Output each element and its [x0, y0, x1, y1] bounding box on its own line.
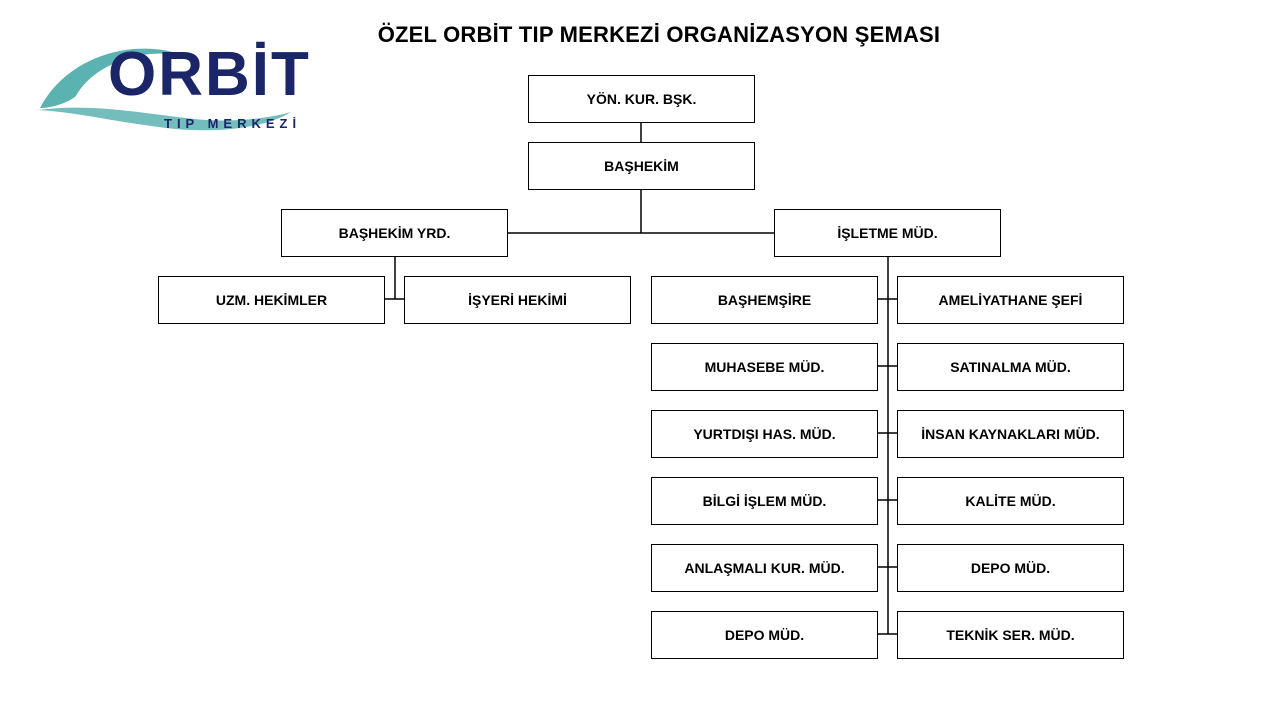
workplace-physician-box: İŞYERİ HEKİMİ: [404, 276, 631, 324]
logo-wordmark: ORBİT: [108, 40, 311, 109]
right-unit-box: SATINALMA MÜD.: [897, 343, 1124, 391]
chief-physician-box: BAŞHEKİM: [528, 142, 755, 190]
logo-swoosh-icon: [38, 48, 291, 131]
left-unit-box: YURTDIŞI HAS. MÜD.: [651, 410, 878, 458]
left-unit-box: ANLAŞMALI KUR. MÜD.: [651, 544, 878, 592]
left-unit-box: MUHASEBE MÜD.: [651, 343, 878, 391]
logo-subtitle: TIP MERKEZİ: [164, 116, 302, 131]
operations-manager-box: İŞLETME MÜD.: [774, 209, 1001, 257]
right-unit-box: AMELİYATHANE ŞEFİ: [897, 276, 1124, 324]
left-unit-box: BAŞHEMŞİRE: [651, 276, 878, 324]
right-unit-box: DEPO MÜD.: [897, 544, 1124, 592]
left-unit-box: BİLGİ İŞLEM MÜD.: [651, 477, 878, 525]
deputy-chief-box: BAŞHEKİM YRD.: [281, 209, 508, 257]
page-title: ÖZEL ORBİT TIP MERKEZİ ORGANİZASYON ŞEMA…: [377, 22, 941, 47]
right-unit-box: İNSAN KAYNAKLARI MÜD.: [897, 410, 1124, 458]
specialists-box: UZM. HEKİMLER: [158, 276, 385, 324]
right-unit-box: TEKNİK SER. MÜD.: [897, 611, 1124, 659]
orbit-logo: ORBİT TIP MERKEZİ: [36, 38, 309, 138]
right-unit-box: KALİTE MÜD.: [897, 477, 1124, 525]
chairman-box: YÖN. KUR. BŞK.: [528, 75, 755, 123]
left-unit-box: DEPO MÜD.: [651, 611, 878, 659]
